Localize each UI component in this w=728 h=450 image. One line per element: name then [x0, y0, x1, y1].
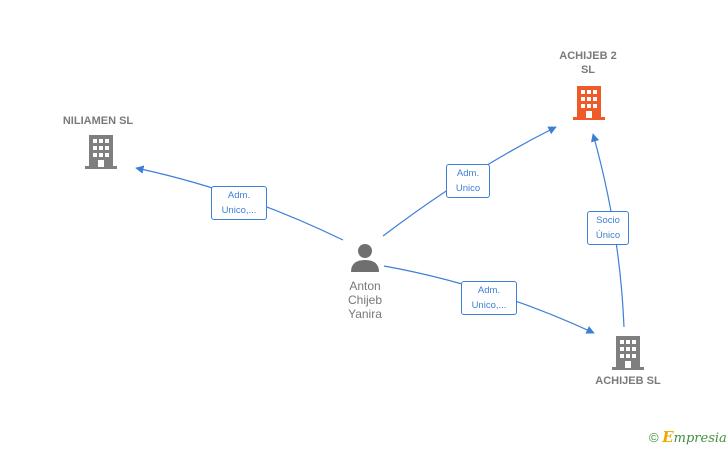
- person-icon[interactable]: [350, 243, 380, 273]
- building-icon[interactable]: [612, 334, 644, 370]
- building-icon[interactable]: [85, 133, 117, 169]
- niliamen-label[interactable]: NILIAMEN SL: [62, 115, 134, 127]
- achijeb2-label[interactable]: ACHIJEB 2 SL: [559, 50, 617, 76]
- edge-label-achijeb: Adm. Unico,...: [461, 281, 517, 315]
- copyright-symbol: ©: [649, 430, 659, 445]
- edge-label-socio: Socio Único: [587, 211, 629, 245]
- building-icon[interactable]: [573, 84, 605, 120]
- edge-label-achijeb2: Adm. Unico: [446, 164, 490, 198]
- person-label[interactable]: Anton Chijeb Yanira: [347, 279, 383, 321]
- achijeb-label[interactable]: ACHIJEB SL: [595, 375, 661, 387]
- edge-label-niliamen: Adm. Unico,...: [211, 186, 267, 220]
- brand-logo: Empresia: [662, 428, 727, 446]
- brand-footer: © Empresia: [649, 428, 727, 446]
